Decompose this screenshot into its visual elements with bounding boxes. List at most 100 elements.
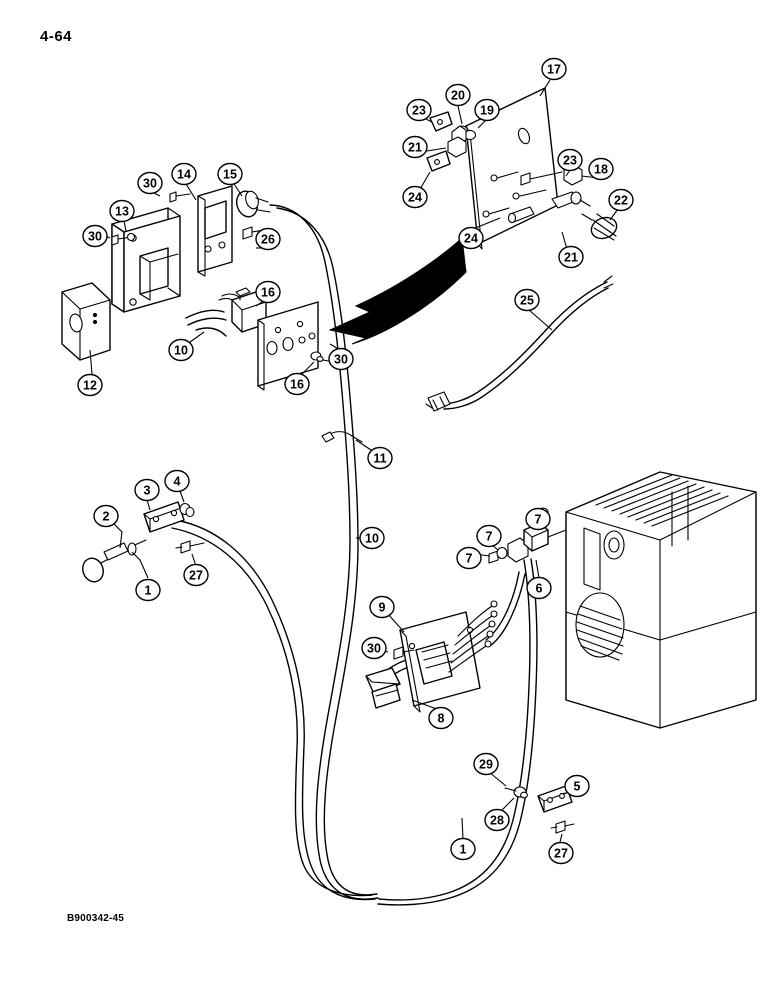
callout-1: 1 bbox=[450, 837, 476, 861]
callout-23: 23 bbox=[557, 148, 583, 172]
parts-1-2-3-4-27-left-lower bbox=[82, 501, 205, 583]
callout-number: 2 bbox=[103, 510, 110, 524]
callout-bubble bbox=[541, 57, 567, 81]
part-11-terminal bbox=[321, 431, 363, 443]
callout-number: 3 bbox=[144, 484, 151, 498]
callout-number: 30 bbox=[88, 230, 102, 244]
callout-number: 12 bbox=[83, 379, 97, 393]
callout-number: 8 bbox=[438, 712, 445, 726]
callout-number: 13 bbox=[115, 205, 129, 219]
callout-number: 16 bbox=[261, 286, 275, 300]
part-12-lamp-housing bbox=[61, 282, 111, 361]
callout-7: 7 bbox=[525, 507, 551, 531]
callout-bubble bbox=[526, 576, 552, 600]
callout-bubble bbox=[367, 446, 393, 470]
callout-number: 10 bbox=[365, 532, 379, 546]
callout-number: 30 bbox=[143, 177, 157, 191]
callout-14: 14 bbox=[171, 162, 197, 186]
callout-11: 11 bbox=[367, 446, 393, 470]
callout-number: 16 bbox=[290, 378, 304, 392]
callout-17: 17 bbox=[541, 57, 567, 81]
callout-bubble bbox=[217, 162, 243, 186]
callout-12: 12 bbox=[77, 373, 103, 397]
callout-bubble bbox=[164, 469, 190, 493]
callout-7: 7 bbox=[456, 546, 482, 570]
callout-bubble bbox=[328, 347, 354, 371]
callout-number: 1 bbox=[460, 843, 467, 857]
callout-number: 28 bbox=[490, 814, 504, 828]
parts-6-7-sensor-assembly bbox=[488, 507, 567, 564]
callout-bubble bbox=[474, 98, 500, 122]
callout-number: 27 bbox=[554, 847, 568, 861]
part-13-mounting-bracket bbox=[111, 207, 181, 313]
callout-bubble bbox=[361, 636, 387, 660]
callout-number: 14 bbox=[177, 168, 191, 182]
callout-16: 16 bbox=[284, 372, 310, 396]
part-14-15-plate-and-knob bbox=[197, 185, 271, 277]
callout-bubble bbox=[473, 752, 499, 776]
callout-bubble bbox=[445, 83, 471, 107]
callout-bubble bbox=[588, 157, 614, 181]
callout-bubble bbox=[406, 98, 432, 122]
callout-number: 10 bbox=[174, 344, 188, 358]
callout-bubble bbox=[109, 199, 135, 223]
callout-22: 22 bbox=[608, 188, 634, 212]
callout-number: 1 bbox=[145, 584, 152, 598]
callout-19: 19 bbox=[474, 98, 500, 122]
callout-26: 26 bbox=[255, 227, 281, 251]
callout-number: 30 bbox=[334, 353, 348, 367]
assembly-direction-arrow bbox=[328, 236, 467, 345]
callout-number: 7 bbox=[535, 513, 542, 527]
callout-number: 18 bbox=[594, 163, 608, 177]
callout-bubble bbox=[134, 478, 160, 502]
callout-7: 7 bbox=[476, 524, 502, 548]
callout-bubble bbox=[476, 524, 502, 548]
callout-30: 30 bbox=[137, 171, 163, 195]
callout-21: 21 bbox=[558, 245, 584, 269]
callout-number: 24 bbox=[408, 191, 422, 205]
callout-number: 5 bbox=[574, 780, 581, 794]
callout-bubble bbox=[428, 706, 454, 730]
callout-bubble bbox=[135, 578, 161, 602]
callout-number: 22 bbox=[614, 194, 628, 208]
callout-bubble bbox=[359, 526, 385, 550]
callout-leaders bbox=[89, 79, 619, 847]
callout-number: 11 bbox=[373, 452, 386, 466]
callout-6: 6 bbox=[526, 576, 552, 600]
callout-number: 7 bbox=[466, 552, 473, 566]
callout-bubble bbox=[255, 280, 281, 304]
callout-bubble bbox=[548, 841, 574, 865]
callout-27: 27 bbox=[548, 841, 574, 865]
callout-number: 19 bbox=[480, 104, 494, 118]
callout-number: 4 bbox=[174, 475, 181, 489]
callout-24: 24 bbox=[402, 185, 428, 209]
callout-bubble bbox=[558, 245, 584, 269]
callout-number: 29 bbox=[479, 758, 493, 772]
part-9-pigtail-wires bbox=[448, 600, 498, 673]
page-number: 4-64 bbox=[40, 28, 73, 45]
callout-bubble bbox=[402, 135, 428, 159]
callout-bubble bbox=[168, 338, 194, 362]
part-30-screws-upper-left bbox=[111, 191, 191, 246]
callout-10: 10 bbox=[359, 526, 385, 550]
callout-number: 7 bbox=[486, 530, 493, 544]
figure-code: B900342-45 bbox=[67, 913, 125, 924]
callout-bubble bbox=[525, 507, 551, 531]
callout-bubble bbox=[93, 504, 119, 528]
part-25-wire-lead bbox=[425, 275, 614, 412]
callout-21: 21 bbox=[402, 135, 428, 159]
callout-bubble bbox=[564, 774, 590, 798]
switch-panel bbox=[257, 301, 335, 391]
callout-number: 24 bbox=[464, 232, 478, 246]
callout-8: 8 bbox=[428, 706, 454, 730]
callout-30: 30 bbox=[361, 636, 387, 660]
callout-number: 30 bbox=[367, 642, 381, 656]
callout-18: 18 bbox=[588, 157, 614, 181]
callout-16: 16 bbox=[255, 280, 281, 304]
callout-number: 27 bbox=[189, 569, 203, 583]
callout-30: 30 bbox=[82, 224, 108, 248]
callout-number: 17 bbox=[547, 63, 561, 77]
